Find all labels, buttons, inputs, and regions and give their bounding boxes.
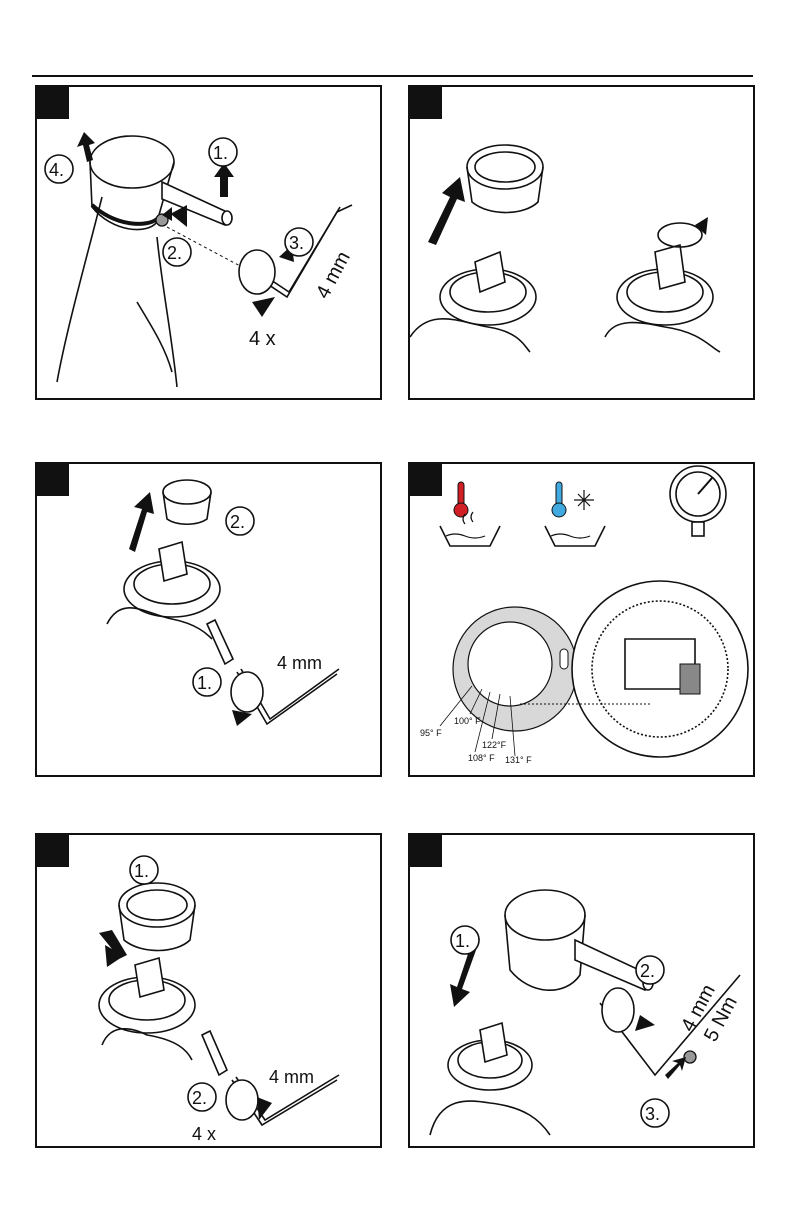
faucet-handle-removal-illustration: 1. 4. 2. 3. 4 mm 4 x — [37, 87, 380, 398]
handle-ring — [92, 205, 157, 224]
temp-label: 95° F — [420, 728, 442, 738]
arrow-up-icon — [428, 177, 465, 245]
step-label: 2. — [192, 1088, 207, 1108]
step-label: 2. — [230, 512, 245, 532]
rotation-ring — [602, 988, 634, 1032]
limiter-dial-center — [468, 622, 552, 706]
panel-install-cover: 1. 2. 4 mm 4 x — [35, 833, 382, 1148]
cartridge-stem — [655, 245, 685, 289]
pressure-gauge-icon — [670, 466, 726, 536]
cartridge-stem — [159, 542, 187, 581]
rotation-ring — [658, 223, 702, 247]
temp-label: 100° F — [454, 716, 481, 726]
temp-label: 131° F — [505, 755, 532, 765]
screw — [202, 1031, 227, 1075]
panel-temperature-limit: 95° F 100° F 108° F 122°F 131° F — [408, 462, 755, 777]
step-label: 2. — [167, 243, 182, 263]
arrow-up-icon — [77, 132, 95, 162]
rotation-arrow-icon — [252, 297, 275, 317]
rotation-ring — [231, 672, 263, 712]
rotation-ring — [226, 1080, 258, 1120]
handle-top — [90, 136, 174, 188]
hot-water-icon — [440, 482, 500, 546]
cartridge-stem — [135, 958, 164, 997]
panel-remove-limiter: 2. 1. 4 mm — [35, 462, 382, 777]
step-label: 2. — [640, 961, 655, 981]
panel-remove-handle: 1. 4. 2. 3. 4 mm 4 x — [35, 85, 382, 400]
step-label: 3. — [289, 233, 304, 253]
handle-top — [505, 890, 585, 940]
arrow-up-icon — [129, 492, 154, 552]
screw — [207, 620, 233, 664]
step-label: 3. — [645, 1104, 660, 1124]
limiter-ring — [163, 480, 211, 504]
faucet-body-left — [57, 197, 102, 382]
temp-label: 108° F — [468, 753, 495, 763]
thermometer-icon — [560, 649, 568, 669]
faucet-body — [605, 323, 720, 352]
step-label: 1. — [455, 931, 470, 951]
tool-size-label: 4 mm — [269, 1067, 314, 1087]
rotation-arrow-icon — [635, 1015, 655, 1031]
panel-install-handle: 1. 2. 3. 4 mm 5 Nm — [408, 833, 755, 1148]
lever-end — [222, 211, 232, 225]
tool-size-label: 4 mm — [277, 653, 322, 673]
turns-label: 4 x — [249, 328, 276, 350]
limiter-removal-illustration: 2. 1. 4 mm — [37, 464, 380, 775]
rotation-ring — [239, 250, 275, 294]
step-label: 4. — [49, 160, 64, 180]
cold-water-icon — [545, 482, 605, 546]
faucet-body — [410, 319, 530, 352]
cover-removal-illustration — [410, 87, 753, 398]
header-rule — [32, 75, 753, 77]
arrow-up-icon — [214, 163, 234, 197]
indicator-mark — [680, 664, 700, 694]
step-label: 1. — [134, 861, 149, 881]
cartridge-stem — [480, 1023, 507, 1062]
step-label: 1. — [197, 673, 212, 693]
panel-remove-cover — [408, 85, 755, 400]
temp-label: 122°F — [482, 740, 507, 750]
cover-install-illustration: 1. 2. 4 mm 4 x — [37, 835, 380, 1146]
grub-screw — [684, 1051, 696, 1063]
temperature-setting-illustration: 95° F 100° F 108° F 122°F 131° F — [410, 464, 753, 775]
turns-label: 4 x — [192, 1124, 216, 1144]
handle-install-illustration: 1. 2. 3. 4 mm 5 Nm — [410, 835, 753, 1146]
faucet-body — [430, 1101, 550, 1135]
tool-size-label: 4 mm — [312, 248, 355, 302]
step-label: 1. — [213, 143, 228, 163]
